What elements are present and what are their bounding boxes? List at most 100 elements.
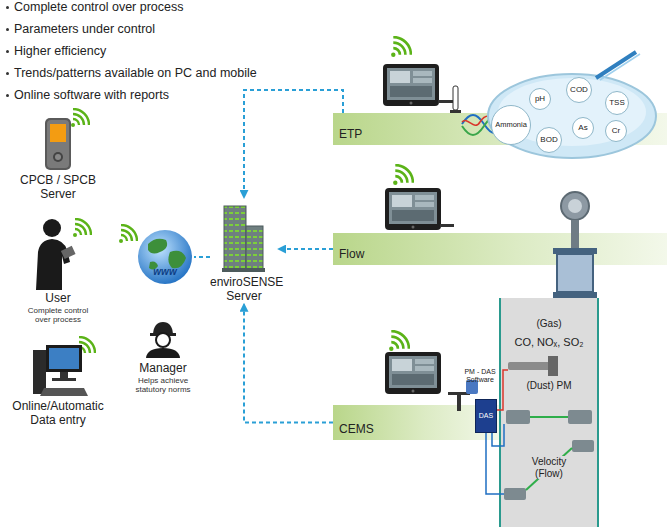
globe-node: www [136, 228, 194, 286]
flow-equipment [553, 292, 597, 298]
node-title: www [136, 266, 194, 278]
wifi-icon [73, 219, 91, 237]
computer-icon [46, 345, 82, 372]
wifi-icon [393, 165, 413, 185]
node-subtitle: Helps achieve statutory norms [131, 376, 195, 394]
das-box: DAS [475, 399, 497, 433]
bullet-point: Higher efficiency [4, 44, 304, 58]
bullet-dot [6, 72, 9, 75]
cems-equipment [499, 298, 501, 527]
cems-equipment [500, 298, 598, 527]
computer-icon [33, 345, 88, 396]
server-caption: CPCB / SPCB Server [10, 174, 106, 202]
node-title: DAS [479, 412, 493, 420]
user-figure [36, 219, 76, 290]
flow-equipment [385, 188, 441, 230]
bullet-point: Trends/patterns available on PC and mobi… [4, 66, 304, 80]
server-device-icon [47, 120, 69, 168]
parameter-circle: Cr [605, 120, 627, 142]
data-entry-caption: Online/Automatic Data entry [6, 400, 110, 428]
manager-figure [146, 322, 180, 358]
annotation-label: Velocity (Flow) [519, 456, 579, 479]
label-text: (Gas) [535, 318, 564, 330]
dashed-connector [278, 248, 333, 250]
flow-equipment [440, 224, 454, 227]
bullet-text: Trends/patterns available on PC and mobi… [14, 66, 257, 80]
cems-equipment [508, 362, 554, 370]
cems-equipment [530, 416, 568, 418]
node-title: Flow [339, 248, 667, 262]
server-device-icon [55, 154, 61, 160]
process-band: ETPpHCODTSSAmmoniaBODAsCr [333, 113, 667, 145]
annotation-label: PM - DAS Software [458, 368, 502, 384]
node-title: BOD [540, 135, 557, 144]
parameter-circle: pH [529, 88, 551, 110]
computer-icon [60, 372, 68, 378]
parameter-circle: TSS [605, 91, 629, 115]
user-figure [43, 219, 61, 237]
etp-equipment [383, 52, 656, 158]
flow-equipment [561, 192, 589, 220]
user-figure [36, 239, 70, 290]
bullet-text: Complete control over process [14, 0, 184, 14]
computer-icon [52, 378, 76, 381]
etp-equipment [600, 54, 640, 80]
server-device-icon [45, 118, 71, 170]
cems-equipment [385, 298, 598, 527]
node-title: enviroSENSE Server [210, 276, 278, 304]
node-title: Cr [612, 126, 620, 135]
cems-equipment [597, 298, 599, 527]
node-title: TSS [609, 98, 625, 107]
dashed-connector [194, 256, 210, 258]
computer-icon [40, 388, 88, 396]
parameter-circle: BOD [536, 127, 562, 153]
user-figure [61, 246, 76, 259]
wifi-icon [119, 225, 137, 243]
globe-icon [168, 251, 186, 268]
server-rack-icon [224, 206, 246, 270]
label-text: CO, NOₓ, SO₂ [513, 336, 586, 349]
process-band: CEMSDAS [333, 405, 500, 440]
manager-caption: ManagerHelps achieve statutory norms [116, 362, 210, 394]
cems-equipment [504, 488, 526, 500]
label-text: (Dust) PM [525, 380, 574, 392]
manager-figure [146, 348, 180, 358]
node-title: pH [535, 94, 545, 103]
etp-equipment [596, 52, 636, 78]
annotation-label: (Gas) [509, 318, 589, 330]
cems-equipment [486, 433, 504, 494]
wifi-icon [389, 331, 409, 351]
wifi-icon [391, 37, 411, 57]
annotation-label: (Dust) PM [524, 380, 574, 392]
server-rack-icon [246, 226, 263, 270]
bullet-text: Online software with reports [14, 88, 169, 102]
parameter-circle: COD [566, 77, 592, 103]
bullet-point: Online software with reports [4, 88, 304, 102]
dashed-connector [244, 304, 333, 423]
server-rack-icon [222, 268, 265, 272]
bullet-point: Complete control over process [4, 0, 304, 14]
server-device-icon [53, 152, 63, 162]
server-device-icon [45, 118, 71, 170]
node-title: COD [570, 85, 588, 94]
bullet-dot [6, 94, 9, 97]
label-text: Velocity (Flow) [519, 456, 579, 479]
band-ground [333, 233, 667, 265]
computer-icon [49, 348, 79, 369]
node-title: Online/Automatic Data entry [6, 400, 110, 428]
bullet-dot [6, 50, 9, 53]
etp-equipment [383, 64, 439, 106]
server-node: enviroSENSE Server [210, 198, 278, 304]
bullet-point: Parameters under control [4, 22, 304, 36]
wifi-icon [71, 109, 89, 127]
user-caption: UserComplete control over process [13, 292, 103, 324]
cems-equipment [548, 356, 558, 376]
server-rack-icon [222, 206, 265, 272]
server-device-icon [50, 124, 66, 142]
cems-equipment [568, 410, 592, 424]
node-title: Manager [116, 362, 210, 376]
node-title: CPCB / SPCB Server [10, 174, 106, 202]
cems-equipment [506, 410, 530, 424]
